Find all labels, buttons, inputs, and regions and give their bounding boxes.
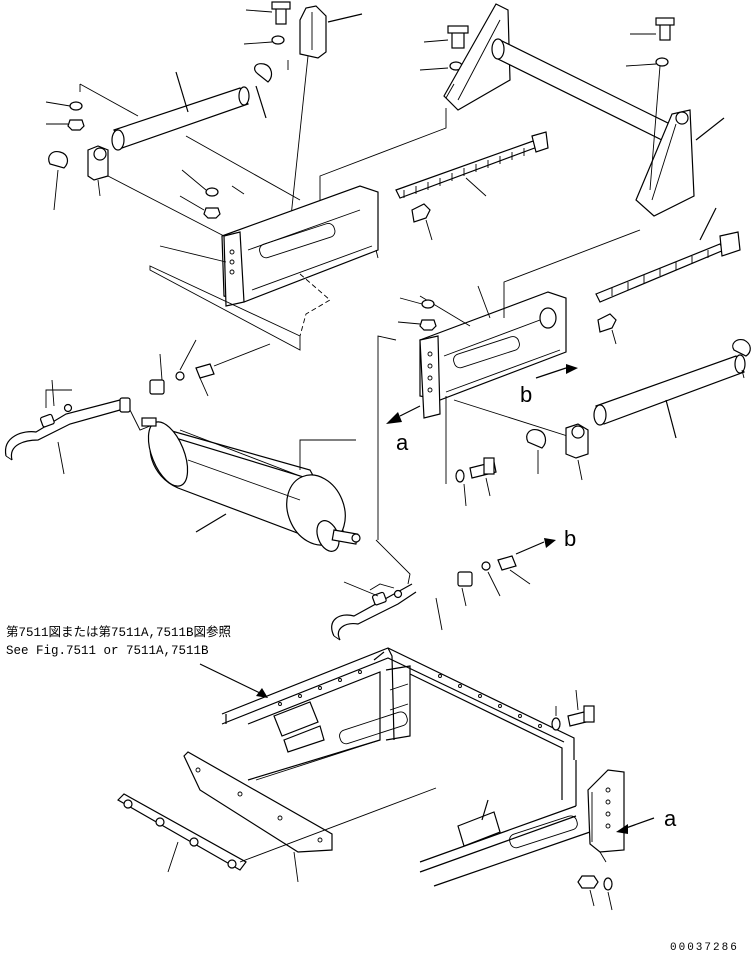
cover-plate-and-bar	[117, 751, 437, 883]
frame-end-bracket	[587, 769, 655, 863]
roller-drum	[141, 417, 361, 552]
view-label-a-upper: a	[396, 430, 409, 455]
right-bearing-plate	[377, 207, 741, 540]
reference-note-en: See Fig.7511 or 7511A,7511B	[6, 644, 209, 658]
upper-left-pipe-group	[45, 63, 301, 237]
view-label-b-lower: b	[564, 526, 576, 551]
top-bracket-assembly	[243, 1, 363, 227]
reference-note-jp: 第7511図または第7511A,7511B図参照	[6, 624, 231, 640]
left-grease-hose	[5, 339, 271, 475]
view-label-a-lower: a	[664, 806, 677, 831]
view-label-b-upper: b	[520, 382, 532, 407]
main-frame	[221, 647, 591, 887]
upper-tube-frame	[319, 3, 725, 217]
view-arrows-upper	[386, 364, 578, 424]
reference-leader-arrow	[199, 663, 268, 698]
right-pipe-group	[526, 339, 751, 481]
left-bearing-plate	[149, 131, 549, 351]
right-grease-hose	[331, 538, 556, 641]
frame-bolt-group	[551, 689, 595, 731]
bottom-nut-washer	[577, 875, 613, 911]
document-number: 00037286	[670, 942, 739, 954]
